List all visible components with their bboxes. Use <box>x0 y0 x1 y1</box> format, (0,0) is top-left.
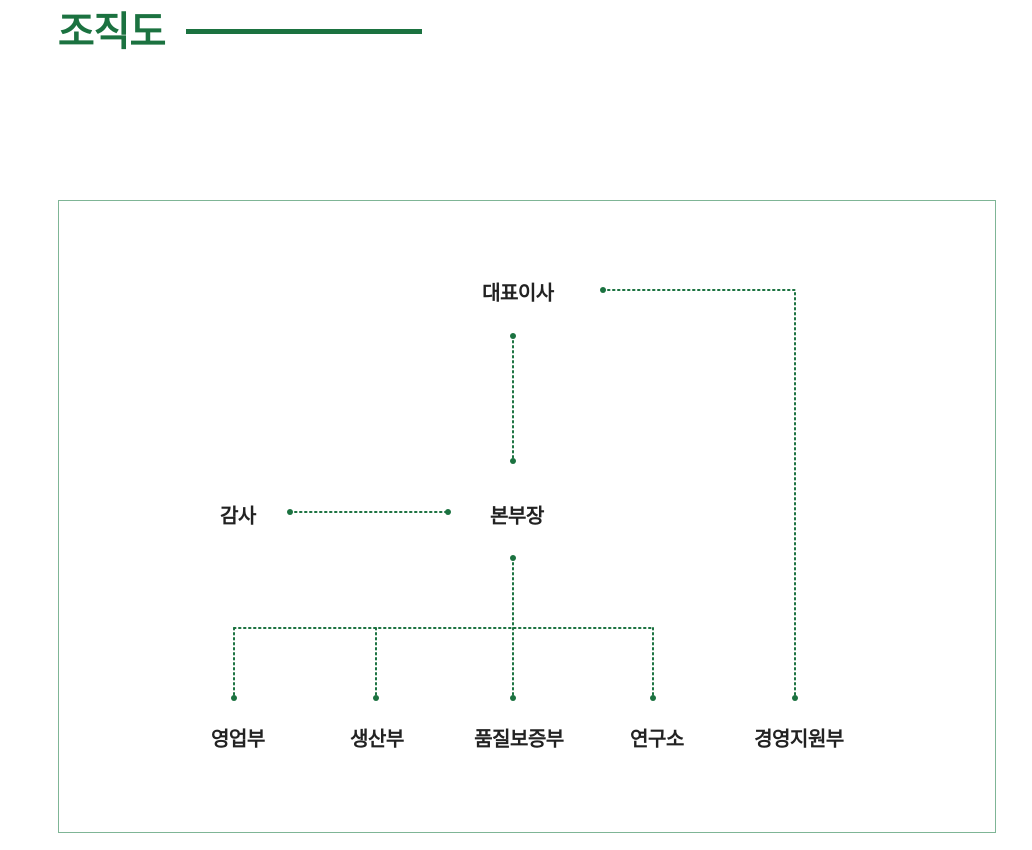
dot <box>650 695 656 701</box>
dot <box>510 458 516 464</box>
node-research: 연구소 <box>630 726 684 751</box>
page-title: 조직도 <box>58 9 166 55</box>
dot <box>445 509 451 515</box>
node-sales: 영업부 <box>211 726 265 751</box>
node-audit: 감사 <box>220 503 256 528</box>
node-head: 본부장 <box>490 503 544 528</box>
node-ceo: 대표이사 <box>482 280 554 305</box>
dot <box>792 695 798 701</box>
dot <box>231 695 237 701</box>
dot <box>510 555 516 561</box>
node-support: 경영지원부 <box>754 726 844 751</box>
dot <box>373 695 379 701</box>
ceo-to-support-line <box>602 289 796 699</box>
org-chart-frame <box>58 200 996 833</box>
dot <box>287 509 293 515</box>
title-underline <box>186 29 422 34</box>
dot <box>510 695 516 701</box>
dot <box>510 333 516 339</box>
dot <box>600 287 606 293</box>
node-quality: 품질보증부 <box>474 726 564 751</box>
node-production: 생산부 <box>350 726 404 751</box>
